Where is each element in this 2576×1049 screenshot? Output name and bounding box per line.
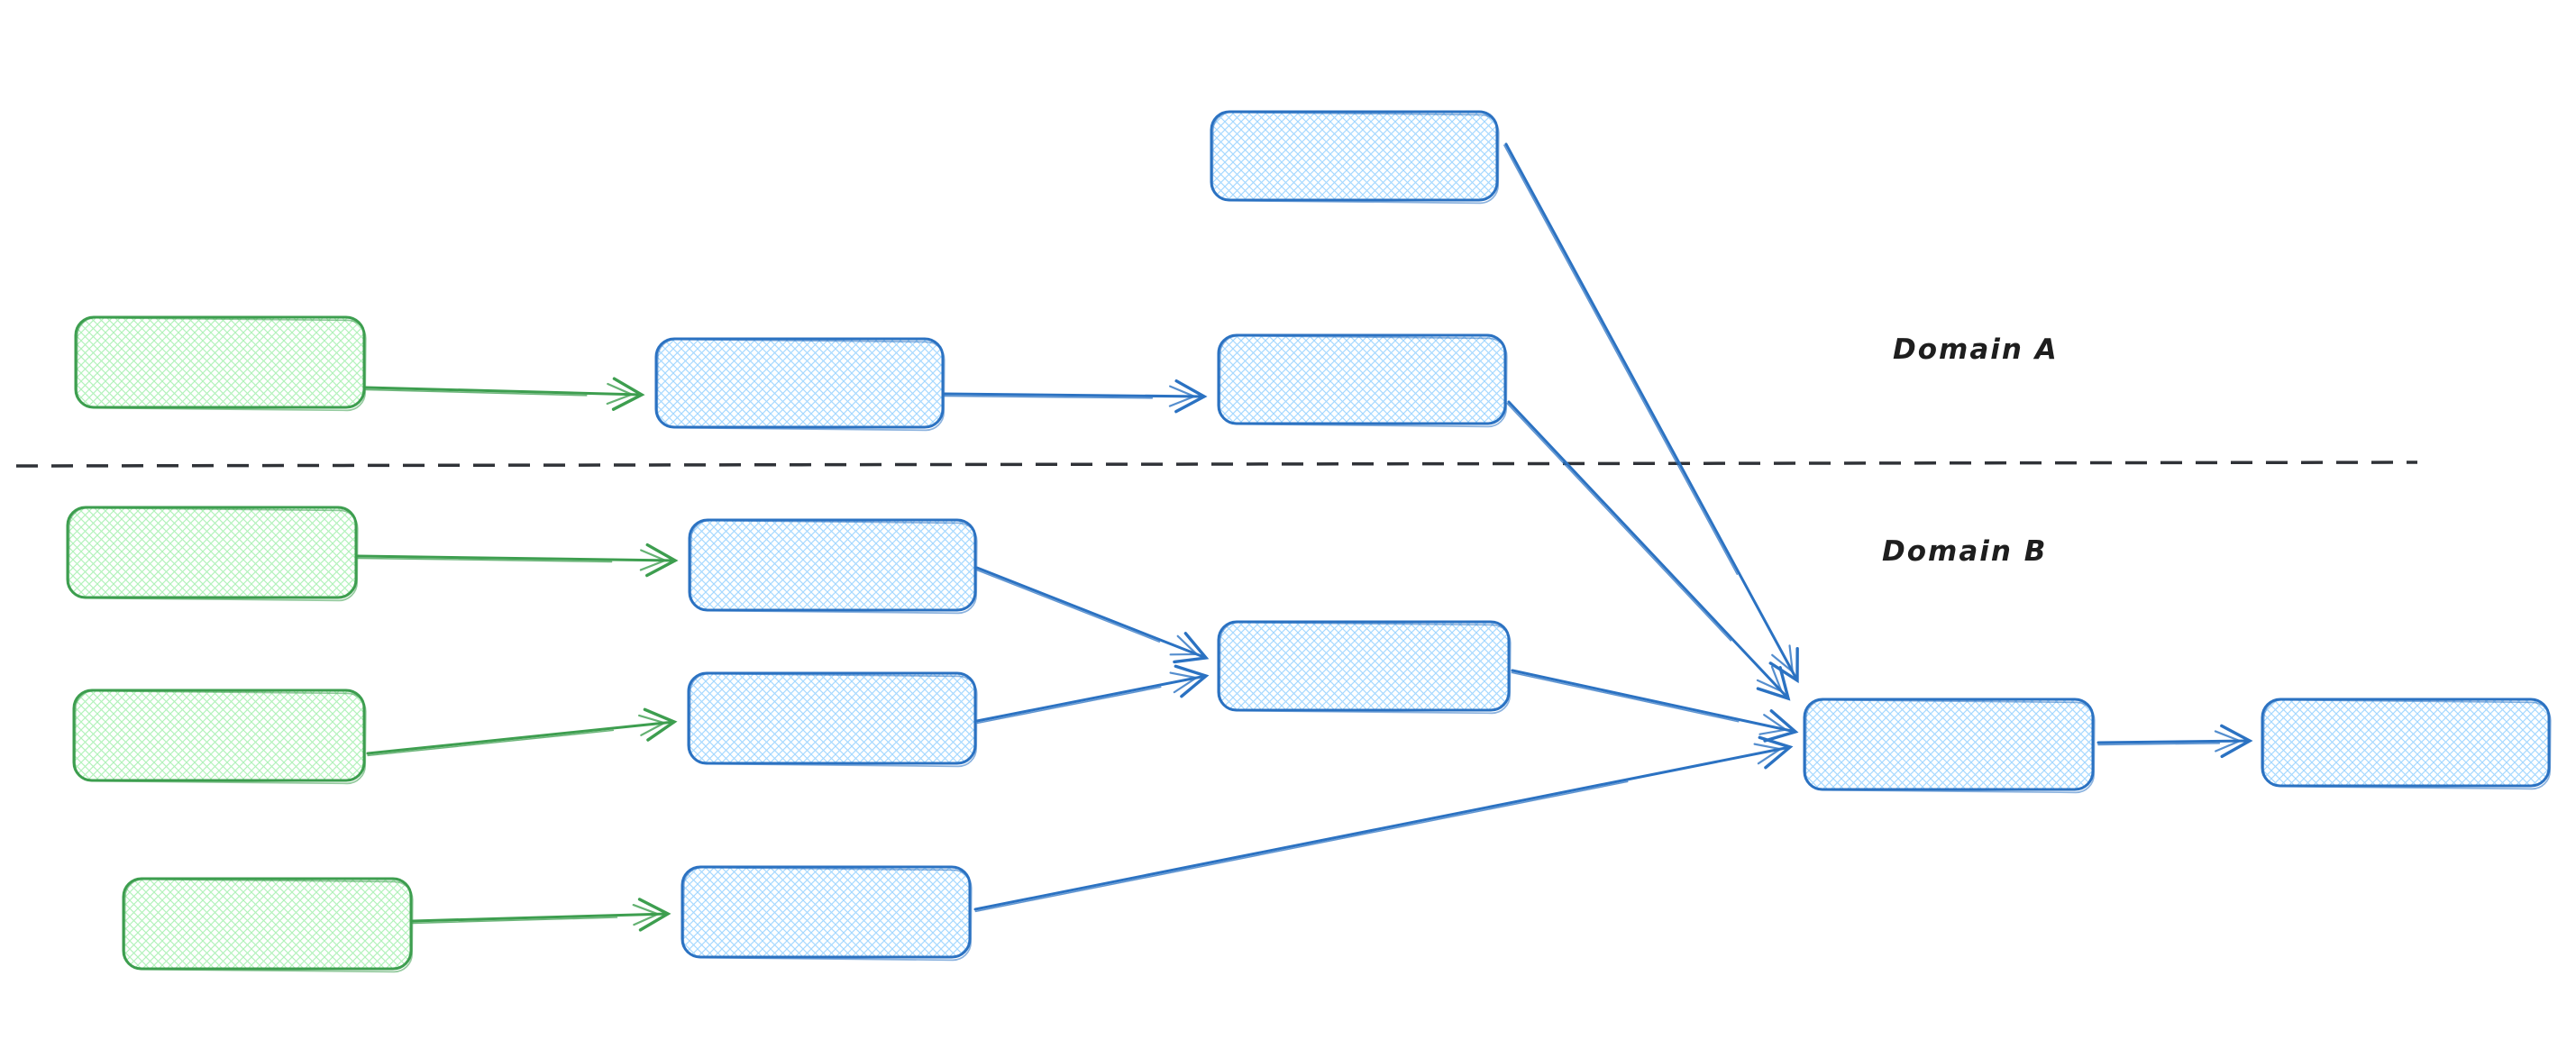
domain-b-label: Domain B xyxy=(1882,535,2048,568)
domain-b-merge-box xyxy=(1217,620,1512,715)
domain-b-stage-2-box xyxy=(687,671,978,768)
nodes-layer xyxy=(66,110,2552,973)
edge-domain-b-input-1--domain-b-stage-1 xyxy=(356,543,679,578)
domain-a-label: Domain A xyxy=(1893,333,2059,366)
edge-domain-a-input--domain-a-stage-1 xyxy=(364,377,645,411)
edge-domain-b-merge--aggregator xyxy=(1511,669,1799,743)
external-source-box xyxy=(1210,110,1500,205)
edge-domain-b-stage-1--domain-b-merge xyxy=(975,566,1210,664)
domain-b-input-2-box xyxy=(72,689,367,785)
edges-layer xyxy=(356,142,2253,932)
domain-b-input-1-box xyxy=(66,506,359,602)
edge-domain-a-stage-2--aggregator xyxy=(1506,400,1791,701)
edge-domain-b-stage-3--aggregator xyxy=(973,735,1794,913)
edge-external-source--aggregator xyxy=(1503,142,1799,684)
edge-domain-b-input-3--domain-b-stage-3 xyxy=(411,898,671,932)
edge-aggregator--output xyxy=(2096,724,2253,759)
edge-domain-b-input-2--domain-b-stage-2 xyxy=(366,707,678,757)
edge-domain-a-stage-1--domain-a-stage-2 xyxy=(943,379,1208,414)
output-box xyxy=(2261,698,2552,790)
aggregator-box xyxy=(1803,698,2096,794)
domain-a-stage-2-box xyxy=(1217,333,1508,428)
edge-domain-b-stage-2--domain-b-merge xyxy=(975,664,1210,725)
domain-b-stage-1-box xyxy=(688,518,978,615)
domain-a-stage-1-box xyxy=(654,337,945,432)
domain-b-stage-3-box xyxy=(681,865,973,962)
domain-divider-dashed-line xyxy=(15,461,2418,468)
domain-b-input-3-box xyxy=(122,877,414,973)
domain-a-input-box xyxy=(74,315,367,412)
